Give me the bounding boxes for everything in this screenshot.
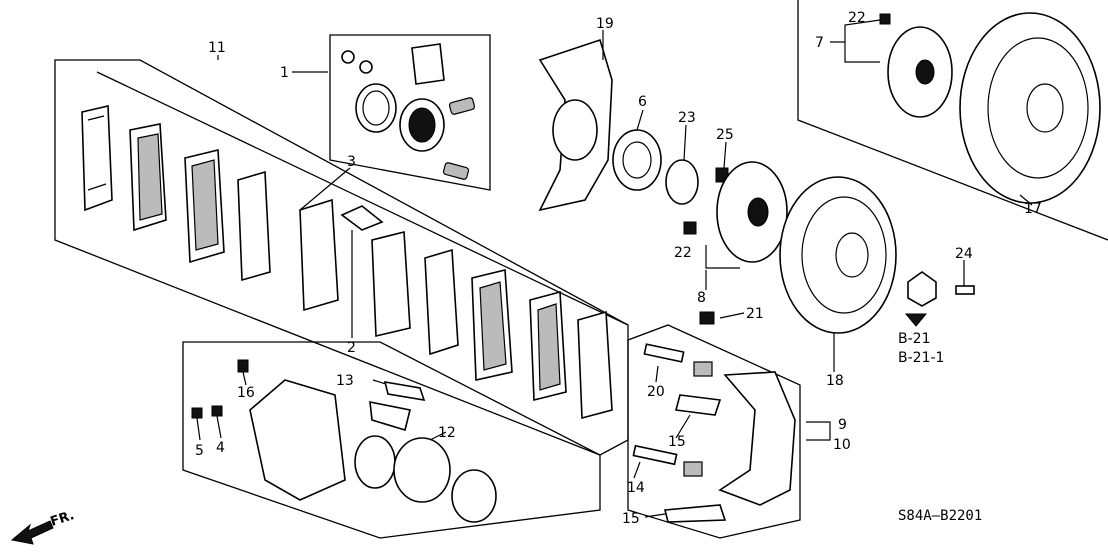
- callout-23: 23: [678, 110, 696, 126]
- ref-b-21-1: B-21-1: [898, 350, 944, 366]
- caliper-assembly: [191, 359, 497, 523]
- seal-kit: [341, 43, 476, 180]
- front-direction: FR.: [10, 508, 77, 545]
- callout-18: 18: [826, 373, 844, 389]
- callout-22a: 22: [848, 10, 866, 26]
- callout-11: 11: [208, 40, 226, 56]
- callout-5: 5: [195, 443, 204, 459]
- callout-15a: 15: [668, 434, 686, 450]
- brake-rotor-front: [779, 176, 897, 334]
- ref-b-21: B-21: [898, 331, 930, 347]
- front-arrow-icon: [10, 520, 54, 545]
- caliper-bracket: [632, 311, 796, 523]
- callout-2: 2: [347, 340, 356, 356]
- hub-nut-and-screw: [904, 271, 975, 327]
- callout-8: 8: [697, 290, 706, 306]
- reference-labels: B-21 B-21-1: [898, 331, 944, 366]
- callout-14: 14: [627, 480, 645, 496]
- callout-21: 21: [746, 306, 764, 322]
- callout-10: 10: [833, 437, 851, 453]
- callout-6: 6: [638, 94, 647, 110]
- callout-16: 16: [237, 385, 255, 401]
- diagram-code: S84A–B2201: [898, 508, 982, 524]
- callout-20: 20: [647, 384, 665, 400]
- bearing-assembly: [612, 129, 729, 205]
- callout-12: 12: [438, 425, 456, 441]
- callout-22b: 22: [674, 245, 692, 261]
- callout-19: 19: [596, 16, 614, 32]
- group-outlines: [54, 0, 1108, 539]
- pad-set: [81, 105, 613, 420]
- callout-9: 9: [838, 417, 847, 433]
- callout-13: 13: [336, 373, 354, 389]
- leader-lines: [196, 19, 1033, 518]
- dust-shield: [538, 38, 613, 212]
- front-label: FR.: [49, 508, 77, 530]
- callout-7: 7: [815, 35, 824, 51]
- callout-4: 4: [216, 440, 225, 456]
- callout-15b: 15: [622, 511, 640, 527]
- callout-1: 1: [280, 65, 289, 81]
- front-hub: [683, 161, 788, 263]
- callout-25: 25: [716, 127, 734, 143]
- callout-24: 24: [955, 246, 973, 262]
- hub-rotor-rear: [879, 12, 1101, 204]
- callout-labels: 1 2 3 4 5 6 7 8 9 10 11 12 13 14 15 15 1…: [195, 10, 1042, 527]
- callout-17: 17: [1024, 201, 1042, 217]
- callout-3: 3: [347, 154, 356, 170]
